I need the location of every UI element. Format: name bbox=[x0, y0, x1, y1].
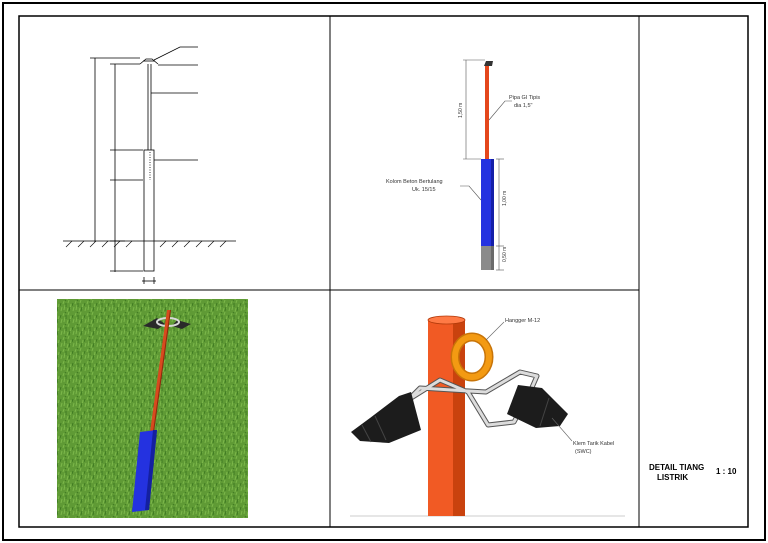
render-3d-on-grass bbox=[57, 299, 248, 518]
right-cable-clamp bbox=[507, 385, 568, 428]
dim-column-label: 1,00 m bbox=[502, 191, 508, 206]
clamp-label-line2: (SWC) bbox=[575, 449, 592, 455]
gi-pipe bbox=[485, 64, 489, 159]
footing-block bbox=[481, 246, 494, 270]
left-cable-clamp bbox=[351, 392, 421, 443]
pipe-label-line2: dia 1,5" bbox=[514, 103, 533, 109]
elevation-line-drawing bbox=[63, 46, 236, 284]
sheet-title-line1: DETAIL TIANG bbox=[649, 463, 705, 472]
dim-footing-label: 0,50 m bbox=[502, 247, 508, 262]
concrete-column bbox=[481, 159, 494, 246]
column-label-line1: Kolom Beton Bertulang bbox=[386, 179, 443, 185]
hanger-label: Hangger M-12 bbox=[505, 318, 540, 324]
grass-background bbox=[57, 299, 248, 518]
pipe-label-line1: Pipa GI Tipis bbox=[509, 95, 540, 101]
clamp-detail-view: Hangger M-12 Klem Tarik Kabel (SWC) bbox=[350, 315, 625, 517]
clamp-label-line1: Klem Tarik Kabel bbox=[573, 441, 614, 447]
elevation-3d-view: 1,50 m 1,00 m 0,50 m Pipa GI Tipis dia 1… bbox=[386, 59, 540, 271]
sheet-title-line2: LISTRIK bbox=[657, 473, 689, 482]
dim-pipe-label: 1,50 m bbox=[458, 103, 464, 118]
sheet-scale: 1 : 10 bbox=[716, 467, 737, 476]
inner-border bbox=[18, 15, 749, 528]
top-clamp bbox=[143, 318, 165, 329]
column-label-line2: Uk. 15/15 bbox=[412, 187, 436, 193]
